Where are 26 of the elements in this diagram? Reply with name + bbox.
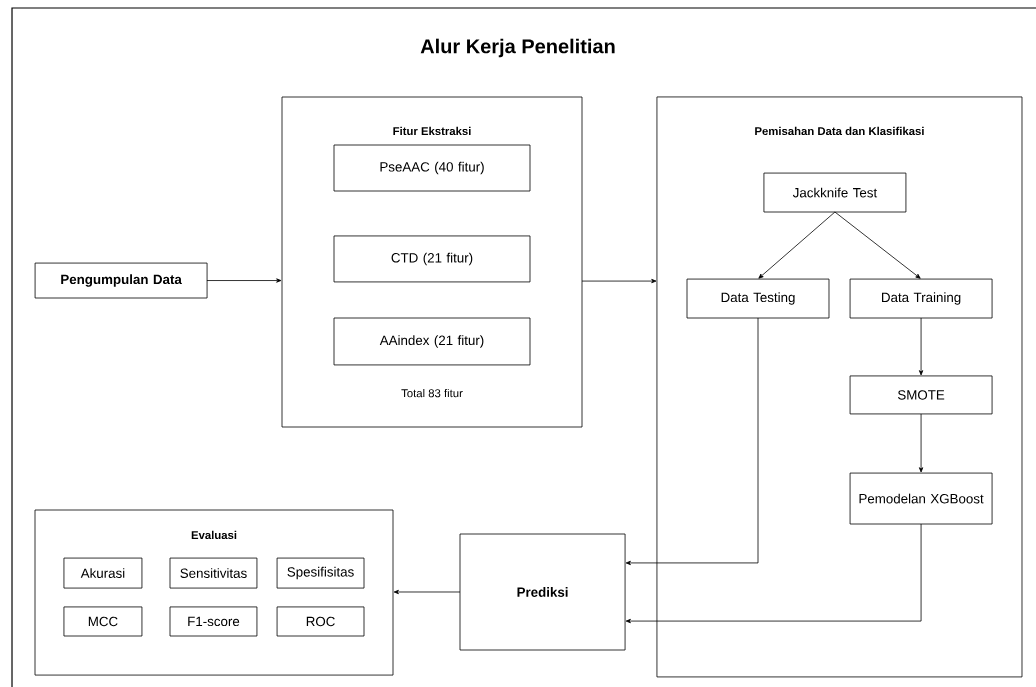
process-box: Prediksi xyxy=(459,533,626,651)
arrow xyxy=(625,523,922,624)
process-box: Data Training xyxy=(849,278,993,319)
arrow xyxy=(393,589,461,595)
process-box: Spesifisitas xyxy=(276,557,365,589)
arrow xyxy=(918,317,924,376)
process-box: MCC xyxy=(63,606,143,637)
arrow xyxy=(834,211,921,279)
process-box: CTD (21 fitur) xyxy=(333,235,531,283)
arrow xyxy=(206,278,282,283)
title: Alur Kerja Penelitian xyxy=(420,38,615,58)
arrow xyxy=(758,211,836,279)
process-box: Akurasi xyxy=(63,557,143,589)
process-box: Pemodelan XGBoost xyxy=(849,472,993,525)
process-box: SMOTE xyxy=(849,375,993,415)
arrow xyxy=(581,278,657,284)
process-box: Pengumpulan Data xyxy=(34,262,208,299)
process-box: Data Testing xyxy=(686,278,830,319)
process-box: PseAAC (40 fitur) xyxy=(333,144,531,192)
process-box: Sensitivitas xyxy=(169,557,258,589)
process-box: ROC xyxy=(276,606,365,637)
process-box: Jackknife Test xyxy=(763,172,907,213)
arrow xyxy=(918,413,924,473)
process-box: F1-score xyxy=(169,606,258,637)
process-box: AAindex (21 fitur) xyxy=(333,317,531,366)
arrow xyxy=(625,317,759,566)
